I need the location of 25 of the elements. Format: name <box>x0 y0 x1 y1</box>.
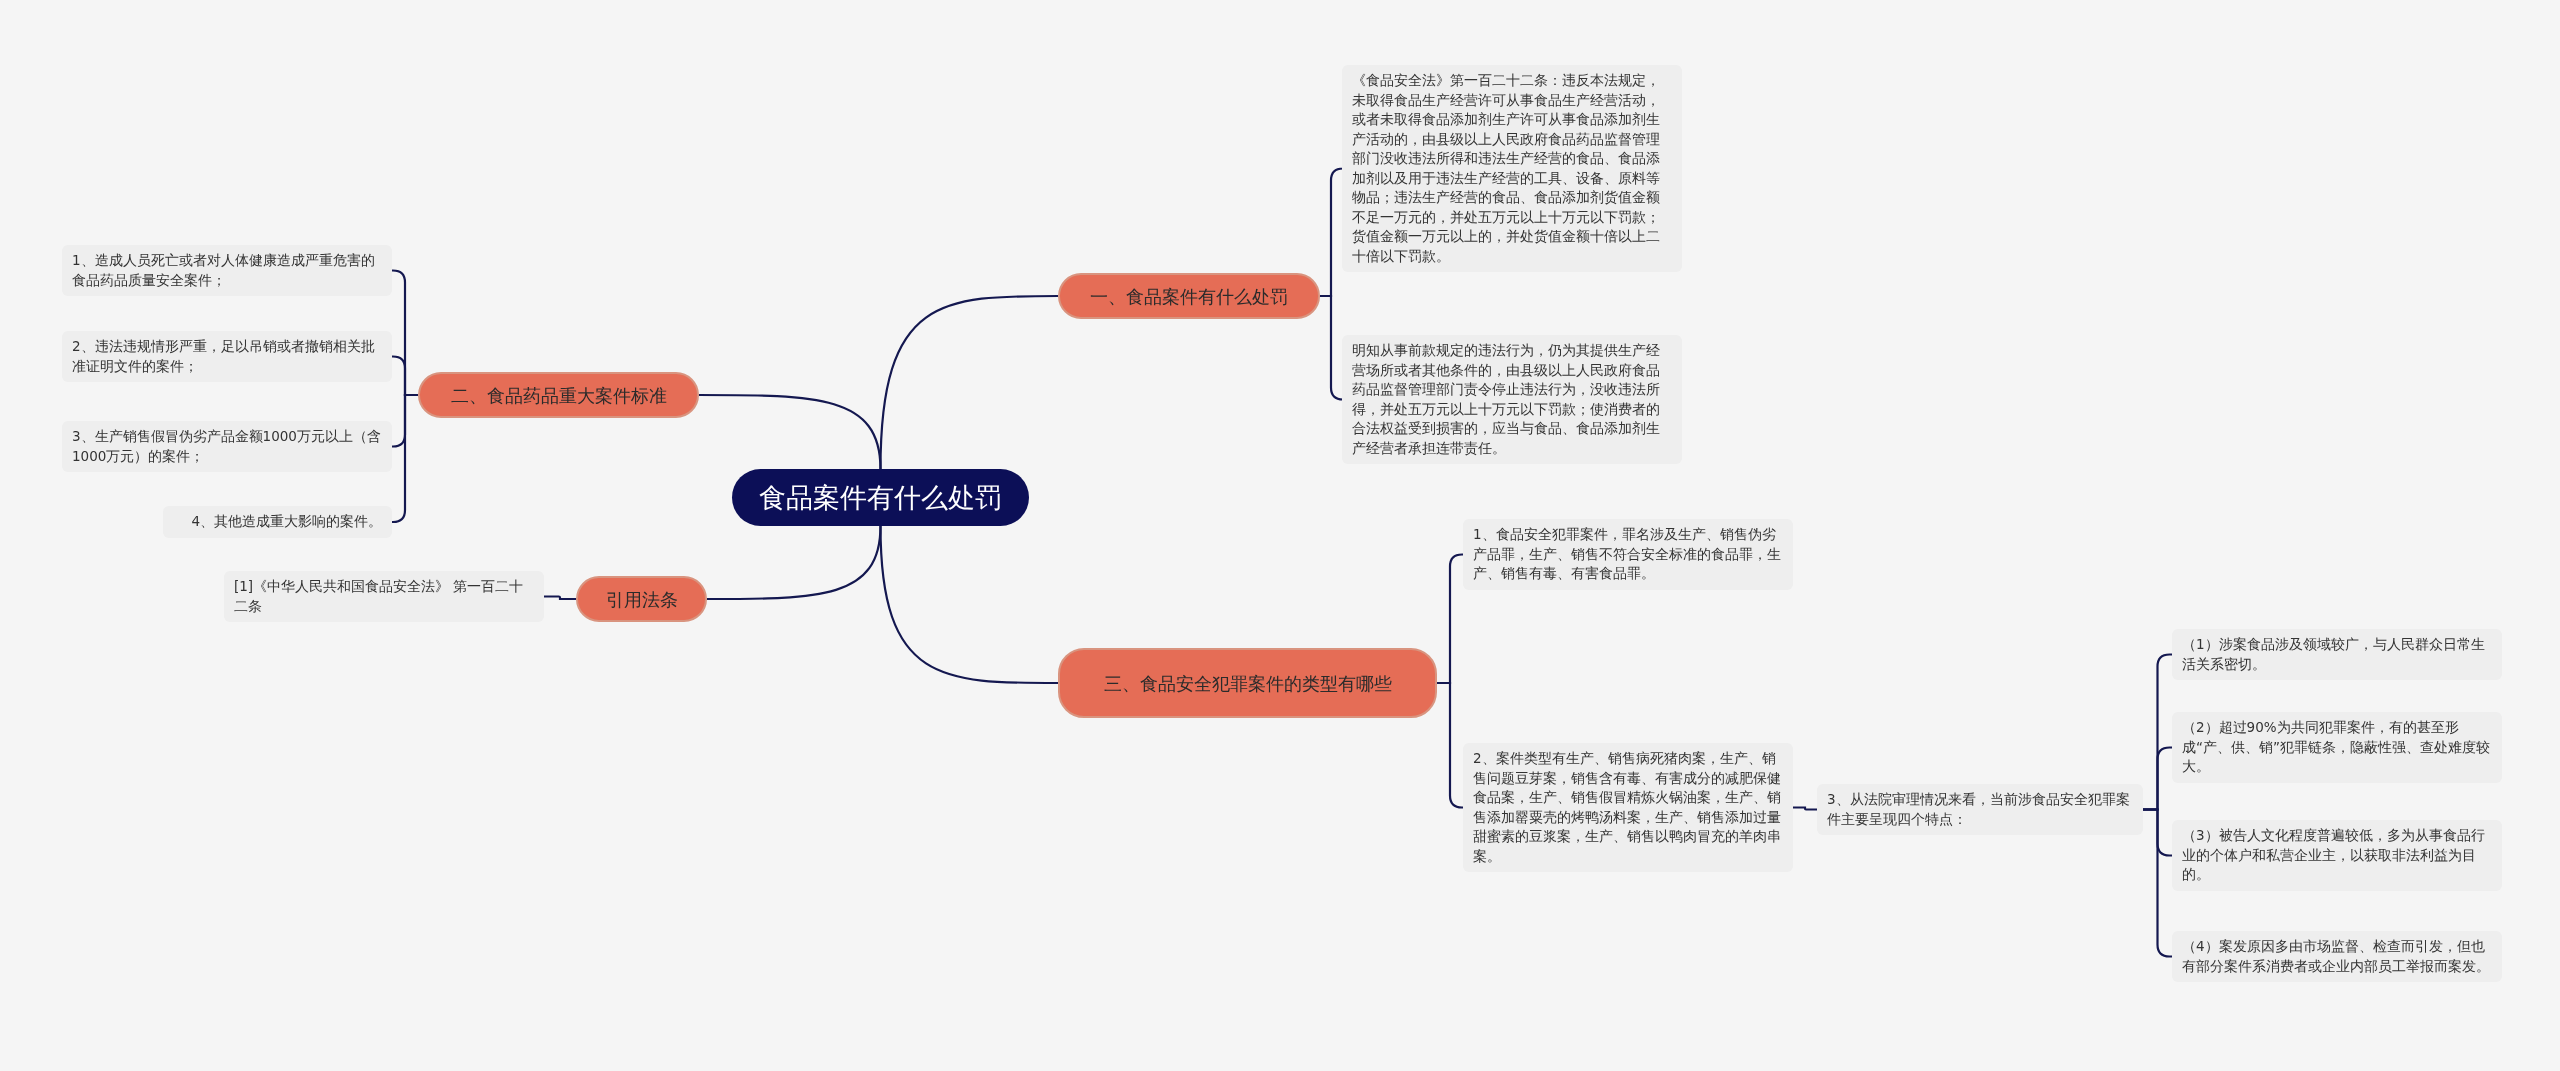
note-card: （3）被告人文化程度普遍较低，多为从事食品行业的个体户和私营企业主，以获取非法利益为目的。 <box>2172 820 2502 891</box>
note-card: （1）涉案食品涉及领域较广，与人民群众日常生活关系密切。 <box>2172 629 2502 680</box>
note-card: （2）超过90%为共同犯罪案件，有的甚至形成“产、供、销”犯罪链条，隐蔽性强、查处难度较大。 <box>2172 712 2502 783</box>
note-card: [1]《中华人民共和国食品安全法》 第一百二十二条 <box>224 571 544 622</box>
note-card: 3、从法院审理情况来看，当前涉食品安全犯罪案件主要呈现四个特点： <box>1817 784 2143 835</box>
note-card: 4、其他造成重大影响的案件。 <box>163 506 392 538</box>
note-card: 1、造成人员死亡或者对人体健康造成严重危害的食品药品质量安全案件； <box>62 245 392 296</box>
note-card: 2、案件类型有生产、销售病死猪肉案，生产、销售问题豆芽案，销售含有毒、有害成分的减肥保健食品案，生产、销售假冒精炼火锅油案，生产、销售添加罂粟壳的烤鸭汤料案，生产、销售添加过量甜蜜素的豆浆案，生产、销售以鸭肉冒充的羊肉串案。 <box>1463 743 1793 872</box>
connector-line <box>699 393 882 470</box>
connector-line <box>544 595 576 601</box>
note-card: 1、食品安全犯罪案件，罪名涉及生产、销售伪劣产品罪，生产、销售不符合安全标准的食品罪，生产、销售有毒、有害食品罪。 <box>1463 519 1793 590</box>
note-card: 3、生产销售假冒伪劣产品金额1000万元以上（含1000万元）的案件； <box>62 421 392 472</box>
topic-pill: 二、食品药品重大案件标准 <box>418 372 699 418</box>
connector-line <box>1793 806 1817 811</box>
connector-line <box>1437 681 1464 809</box>
topic-pill: 三、食品安全犯罪案件的类型有哪些 <box>1058 648 1437 718</box>
central-topic: 食品案件有什么处罚 <box>732 469 1029 526</box>
note-card: （4）案发原因多由市场监督、检查而引发，但也有部分案件系消费者或企业内部员工举报而案发。 <box>2172 931 2502 982</box>
connector-line <box>879 525 1058 685</box>
topic-pill: 一、食品案件有什么处罚 <box>1058 273 1320 319</box>
topic-pill: 引用法条 <box>576 576 707 622</box>
note-card: 明知从事前款规定的违法行为，仍为其提供生产经营场所或者其他条件的，由县级以上人民政府食品药品监督管理部门责令停止违法行为，没收违法所得，并处五万元以上十万元以下罚款；使消费者的合法权益受到损害的，应当与食品、食品添加剂生产经营者承担连带责任。 <box>1342 335 1682 464</box>
note-card: 2、违法违规情形严重，足以吊销或者撤销相关批准证明文件的案件； <box>62 331 392 382</box>
note-card: 《食品安全法》第一百二十二条：违反本法规定，未取得食品生产经营许可从事食品生产经营活动，或者未取得食品添加剂生产许可从事食品添加剂生产活动的，由县级以上人民政府食品药品监督管理部门没收违法所得和违法生产经营的食品、食品添加剂以及用于违法生产经营的工具、设备、原料等物品；违法生产经营的食品、食品添加剂货值金额不足一万元的，并处五万元以上十万元以下罚款；货值金额一万元以上的，并处货值金额十倍以上二十倍以下罚款。 <box>1342 65 1682 272</box>
connector-line <box>391 393 418 524</box>
